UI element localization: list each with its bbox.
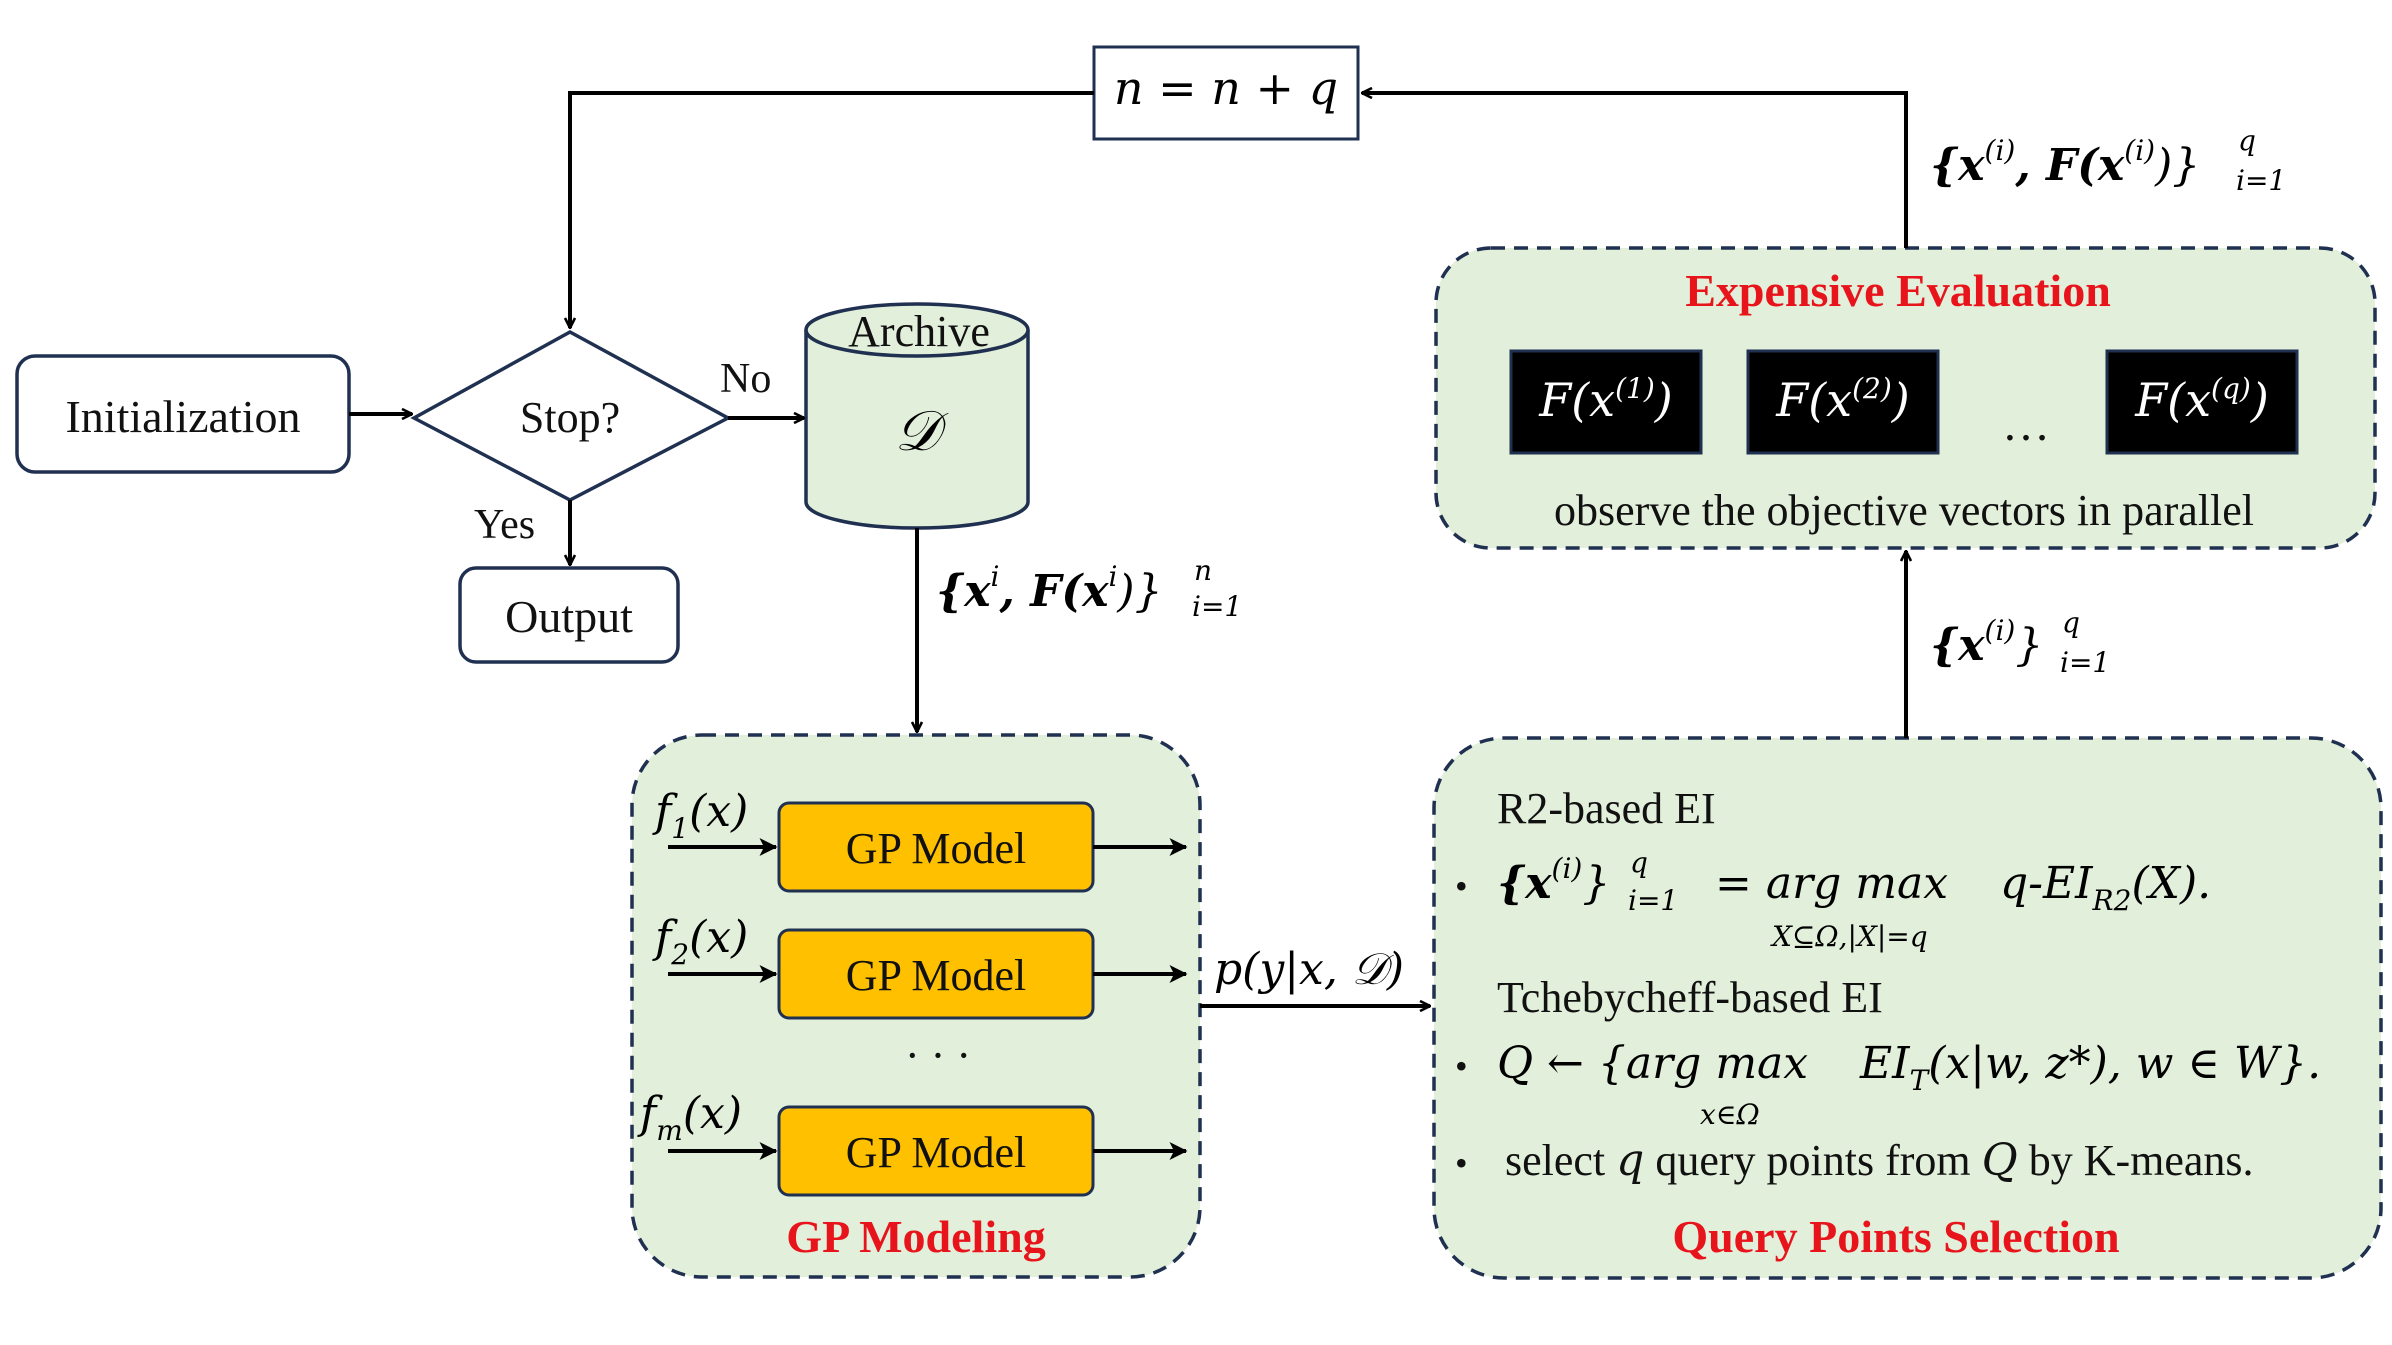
eval-panel-title: Expensive Evaluation xyxy=(1685,265,2111,316)
svg-text:{x(i)}: {x(i)} xyxy=(1497,852,1610,909)
stop-decision-label: Stop? xyxy=(520,393,620,442)
gp-model-label-3: GP Model xyxy=(846,1128,1027,1177)
svg-text:i=1: i=1 xyxy=(2236,164,2286,197)
gp-panel-title: GP Modeling xyxy=(786,1211,1045,1262)
output-label: Output xyxy=(505,591,633,642)
initialization-label: Initialization xyxy=(65,391,300,442)
posterior-label: p(y|x, 𝒟) xyxy=(1214,944,1404,995)
bullet-1: • xyxy=(1455,866,1468,906)
svg-text:x∈Ω: x∈Ω xyxy=(1700,1098,1760,1131)
eval-box-2 xyxy=(1746,349,1940,455)
r2-heading: R2-based EI xyxy=(1497,784,1716,833)
svg-text:q: q xyxy=(2062,606,2080,639)
bullet-2: • xyxy=(1455,1046,1468,1086)
svg-text:= arg max: = arg max xyxy=(1715,858,1948,909)
gp-model-label-1: GP Model xyxy=(846,824,1027,873)
eval-box-1-label: F(x(1)) xyxy=(1538,372,1672,427)
tchebycheff-heading: Tchebycheff-based EI xyxy=(1497,973,1883,1022)
eval-box-1 xyxy=(1509,349,1703,455)
svg-text:EIT(x|w, z*), w ∈ W}.: EIT(x|w, z*), w ∈ W}. xyxy=(1859,1038,2321,1097)
bullet-3: • xyxy=(1455,1143,1468,1183)
gp-row-1: f1(x) GP Model xyxy=(652,786,1095,893)
gp-row-3: fm(x) GP Model xyxy=(637,1088,1095,1197)
output-box xyxy=(458,566,680,664)
eval-caption: observe the objective vectors in paralle… xyxy=(1554,486,2254,535)
svg-text:{xi, F(xi)}: {xi, F(xi)} xyxy=(936,560,1163,617)
arrow-eval-to-counter xyxy=(1362,93,1908,248)
eval-box-q xyxy=(2105,349,2299,455)
yes-branch-label: Yes xyxy=(474,502,535,548)
svg-text:{x(i), F(x(i))}: {x(i), F(x(i))} xyxy=(1930,134,2200,191)
counter-formula: n = n + q xyxy=(1114,61,1338,115)
eval-box-2-label: F(x(2)) xyxy=(1775,372,1909,427)
gp-input-2: f2(x) xyxy=(652,912,748,971)
svg-text:i=1: i=1 xyxy=(1628,884,1678,917)
svg-text:X⊆Ω,|X|=q: X⊆Ω,|X|=q xyxy=(1770,920,1928,953)
svg-text:i=1: i=1 xyxy=(1192,590,1242,623)
archive-label: Archive xyxy=(848,307,990,356)
eval-ellipsis: … xyxy=(2002,398,2050,451)
kmeans-bullet-text: select q query points from Q by K-means. xyxy=(1505,1135,2254,1186)
svg-text:q: q xyxy=(2238,124,2256,157)
r2-formula: {x(i)} q i=1 = arg max X⊆Ω,|X|=q q-EIR2(… xyxy=(1497,846,2211,953)
tchebycheff-formula: Q ← {arg max x∈Ω EIT(x|w, z*), w ∈ W}. xyxy=(1497,1038,2321,1131)
counter-box xyxy=(1092,45,1360,141)
svg-text:Q ← {arg max: Q ← {arg max xyxy=(1497,1038,1808,1089)
no-branch-label: No xyxy=(720,356,771,402)
gp-input-3: fm(x) xyxy=(637,1088,742,1147)
top-edge-label: {x(i), F(x(i))} q i=1 xyxy=(1930,124,2286,197)
svg-text:q: q xyxy=(1630,846,1648,879)
arrow-counter-to-stop xyxy=(570,91,1094,328)
eval-box-q-label: F(x(q)) xyxy=(2134,372,2269,427)
archive-edge-label: {xi, F(xi)} n i=1 xyxy=(936,554,1242,623)
svg-text:{x(i)}: {x(i)} xyxy=(1930,614,2043,671)
gp-ellipsis: · · · xyxy=(905,1031,971,1080)
svg-text:i=1: i=1 xyxy=(2060,646,2110,679)
gp-row-2: f2(x) GP Model xyxy=(652,912,1095,1020)
svg-text:q-EIR2(X).: q-EIR2(X). xyxy=(2000,858,2211,917)
query-edge-label: {x(i)} q i=1 xyxy=(1930,606,2110,679)
gp-input-1: f1(x) xyxy=(652,786,748,845)
connectors xyxy=(349,91,1908,1160)
svg-text:n: n xyxy=(1194,554,1212,587)
query-panel-title: Query Points Selection xyxy=(1672,1211,2119,1262)
gp-model-label-2: GP Model xyxy=(846,951,1027,1000)
